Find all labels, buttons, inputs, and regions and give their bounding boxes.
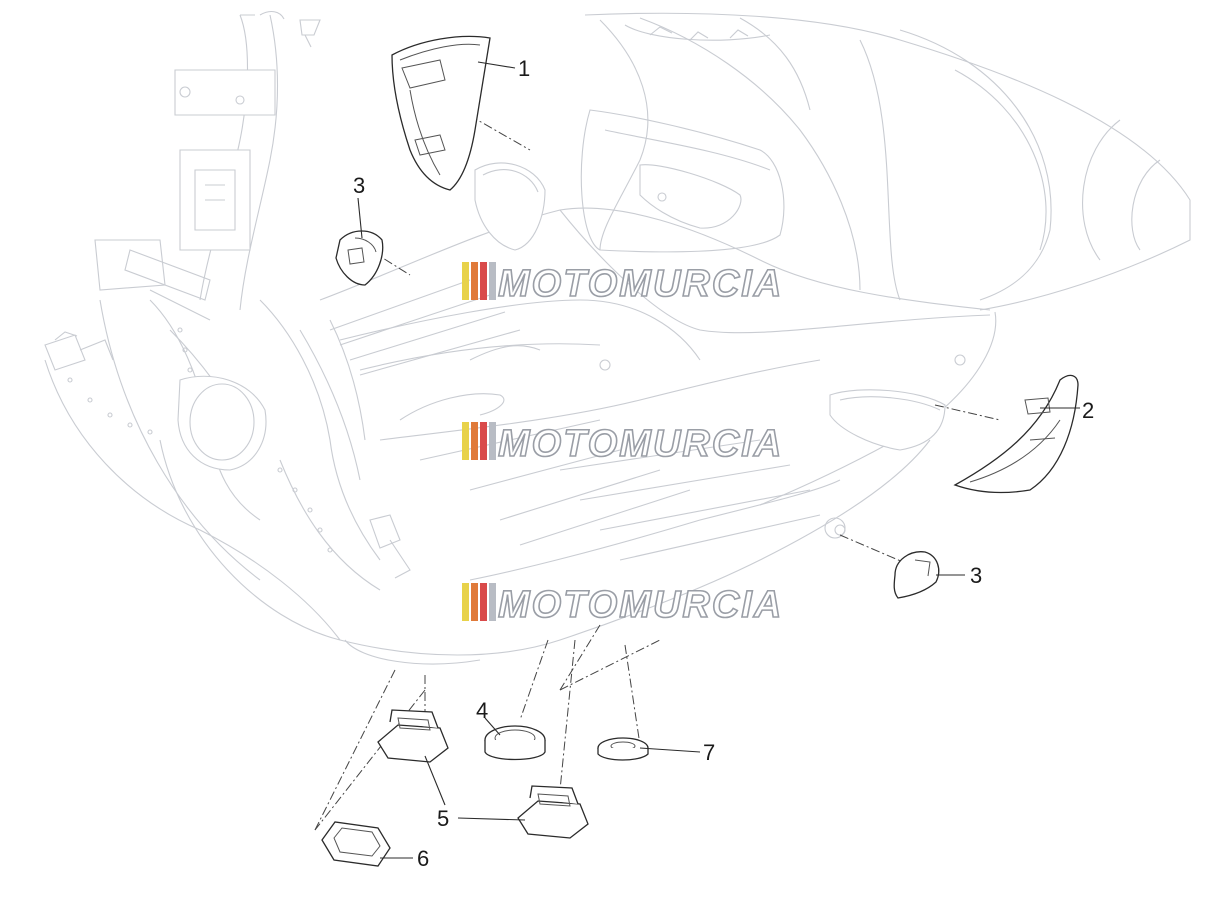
part-3-cap-upper[interactable] bbox=[335, 230, 384, 286]
part-5-plug-lower[interactable] bbox=[517, 785, 589, 839]
leader-lines bbox=[357, 61, 1080, 859]
part-6-rubber-pad[interactable] bbox=[321, 821, 391, 867]
watermark-bottom: MOTOMURCIA bbox=[462, 583, 783, 627]
part-3-cap-lower[interactable] bbox=[893, 551, 940, 599]
watermark-text: MOTOMURCIA bbox=[498, 263, 783, 305]
callout-7: 7 bbox=[703, 740, 715, 765]
part-7-cap-disc[interactable] bbox=[597, 737, 649, 761]
part-5-plug-upper[interactable] bbox=[377, 709, 449, 763]
part-1-shield-cover[interactable] bbox=[391, 35, 491, 191]
callout-3-upper: 3 bbox=[353, 173, 365, 198]
watermark-middle: MOTOMURCIA bbox=[462, 422, 783, 466]
assembly-lines bbox=[314, 89, 1001, 831]
callout-3-lower: 3 bbox=[970, 563, 982, 588]
part-4-grommet[interactable] bbox=[484, 725, 546, 761]
watermark-text: MOTOMURCIA bbox=[498, 423, 783, 465]
callout-5: 5 bbox=[437, 806, 449, 831]
callout-6: 6 bbox=[417, 846, 429, 871]
callout-2: 2 bbox=[1082, 398, 1094, 423]
part-2-footrest-trim[interactable] bbox=[953, 374, 1079, 494]
watermark-text: MOTOMURCIA bbox=[498, 584, 783, 626]
watermark-top: MOTOMURCIA bbox=[462, 262, 783, 306]
callout-4: 4 bbox=[476, 698, 488, 723]
callout-1: 1 bbox=[518, 56, 530, 81]
scooter-body-outline bbox=[44, 10, 1191, 665]
